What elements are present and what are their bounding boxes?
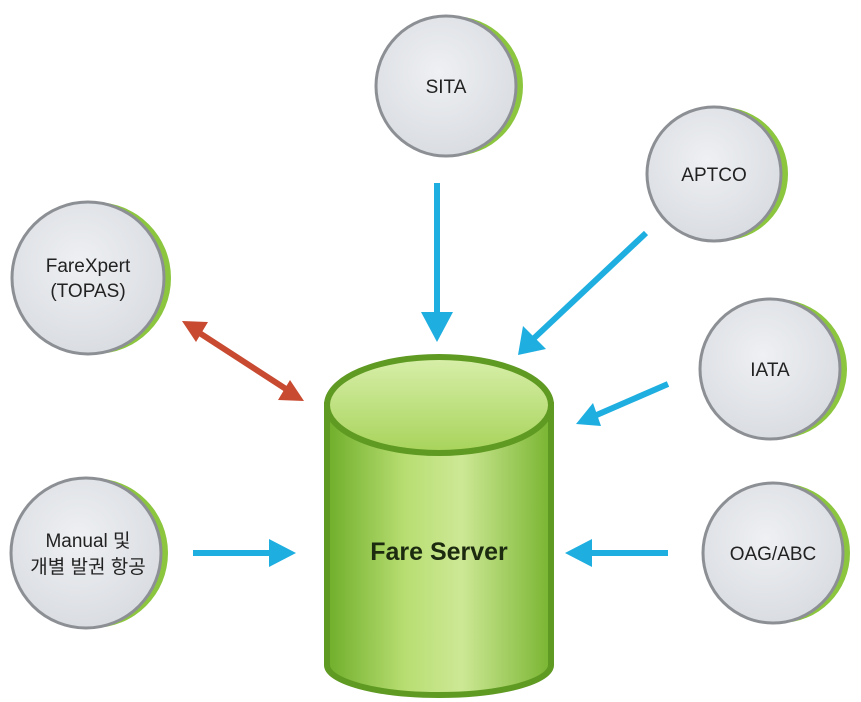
- node-label-farexpert-2: (TOPAS): [50, 281, 125, 302]
- node-oag: OAG/ABC: [701, 481, 850, 625]
- arrow-shaft: [590, 381, 670, 420]
- fare-server-label: Fare Server: [370, 538, 508, 566]
- arrow-shaft: [527, 230, 649, 345]
- node-farexpert: FareXpert (TOPAS): [10, 200, 171, 356]
- node-label-iata: IATA: [750, 360, 790, 381]
- node-label-manual-1: Manual 및: [45, 530, 130, 552]
- cylinder-top: [324, 354, 554, 456]
- node-label-aptco: APTCO: [681, 165, 746, 186]
- node-circle: [698, 297, 842, 441]
- arrow-farexpert-server-bidirectional: [182, 321, 304, 401]
- node-sita: SITA: [374, 14, 523, 158]
- arrow-aptco-to-server: [518, 230, 649, 355]
- arrow-iata-to-server: [576, 381, 670, 426]
- node-circle: [701, 481, 845, 625]
- node-label-sita: SITA: [426, 77, 467, 98]
- node-circle: [645, 105, 783, 243]
- node-circle: [10, 200, 166, 356]
- arrow-head-start: [182, 321, 208, 342]
- node-label-farexpert-1: FareXpert: [46, 256, 131, 277]
- arrow-head: [518, 326, 546, 355]
- fare-server-cylinder: Fare Server: [324, 354, 554, 698]
- cylinder-body: [324, 402, 554, 698]
- arrow-head-end: [278, 380, 304, 401]
- node-manual: Manual 및 개별 발권 항공: [9, 476, 168, 630]
- node-label-manual-2: 개별 발권 항공: [30, 556, 145, 578]
- node-label-oag: OAG/ABC: [730, 544, 817, 565]
- node-iata: IATA: [698, 297, 847, 441]
- arrow-oag-to-server: [565, 539, 668, 567]
- arrow-head: [269, 539, 296, 567]
- arrow-head: [565, 539, 592, 567]
- arrow-shaft: [196, 329, 291, 394]
- arrow-sita-to-server: [421, 183, 453, 342]
- arrow-manual-to-server: [193, 539, 296, 567]
- arrow-head: [421, 312, 453, 342]
- node-circle: [374, 14, 518, 158]
- node-circle: [9, 476, 163, 630]
- node-aptco: APTCO: [645, 105, 788, 243]
- arrow-head: [576, 403, 601, 426]
